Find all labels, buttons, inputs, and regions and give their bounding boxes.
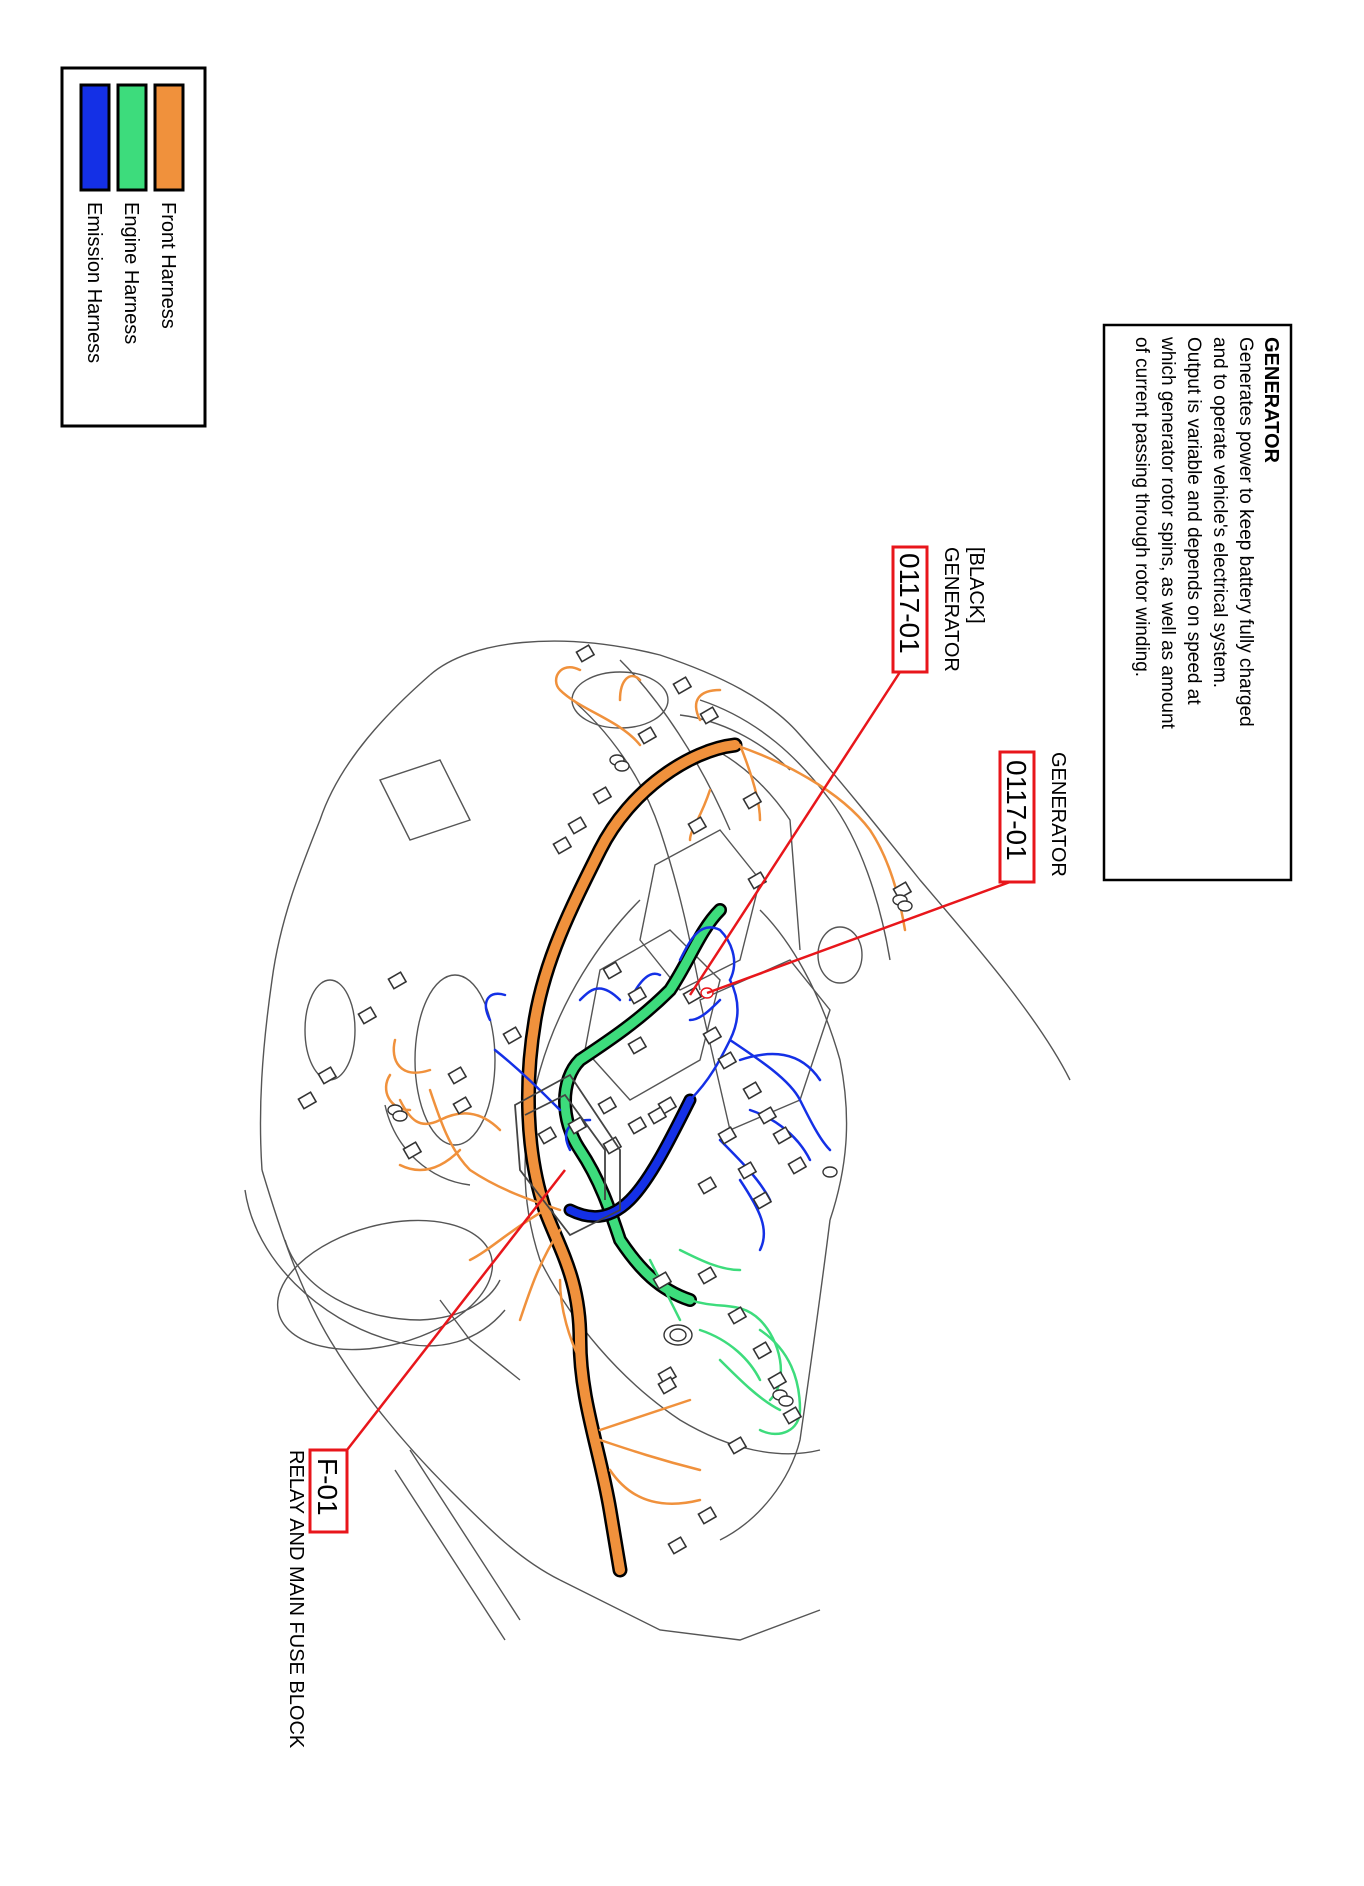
legend-label-emission: Emission Harness	[83, 202, 105, 363]
callout-box-black-generator	[891, 545, 929, 674]
legend-label-engine: Engine Harness	[120, 202, 142, 344]
legend-swatch-engine	[116, 83, 148, 192]
info-box-title: GENERATOR	[1260, 337, 1282, 463]
callout-leader-generator	[706, 880, 1011, 995]
info-box-line-1: Generates power to keep battery fully ch…	[1235, 337, 1256, 727]
legend-swatch-emission	[79, 83, 111, 192]
callout-label-black-generator: GENERATOR	[940, 547, 962, 672]
callout-box-fuse-block	[308, 1448, 349, 1534]
info-box-line-2: and to operate vehicle's electrical syst…	[1209, 337, 1230, 688]
callouts: 0117-01 GENERATOR 0117-01 [BLACK] GENERA…	[285, 545, 1069, 1749]
callout-code-fuse-block: F-01	[312, 1458, 343, 1516]
legend-label-front: Front Harness	[157, 202, 179, 329]
callout-label-generator: GENERATOR	[1047, 752, 1069, 877]
callout-code-generator: 0117-01	[1001, 760, 1032, 861]
front-harness	[384, 666, 907, 1578]
legend-swatch-front	[153, 83, 185, 192]
callout-leader-fuse-block	[346, 1169, 566, 1451]
relay-fuse-block	[514, 1073, 621, 1237]
callout-label-black: [BLACK]	[965, 547, 987, 624]
legend: Front Harness Engine Harness Emission Ha…	[60, 66, 207, 428]
ring-connectors	[387, 754, 913, 1407]
info-box: GENERATOR Generates power to keep batter…	[1102, 323, 1293, 882]
vehicle-outline	[244, 640, 1071, 1641]
callout-box-generator	[998, 750, 1036, 884]
info-box-frame	[1102, 323, 1293, 882]
info-box-line-5: of current passing through rotor winding…	[1131, 337, 1152, 677]
info-box-line-4: which generator rotor spins, as well as …	[1157, 336, 1178, 730]
callout-leader-black-generator	[688, 671, 902, 996]
connectors	[297, 644, 913, 1555]
callout-label-fuse-block: RELAY AND MAIN FUSE BLOCK	[285, 1450, 307, 1749]
engine-harness	[558, 903, 802, 1436]
info-box-line-3: Output is variable and depends on speed …	[1183, 337, 1204, 705]
callout-code-black-generator: 0117-01	[894, 553, 925, 654]
